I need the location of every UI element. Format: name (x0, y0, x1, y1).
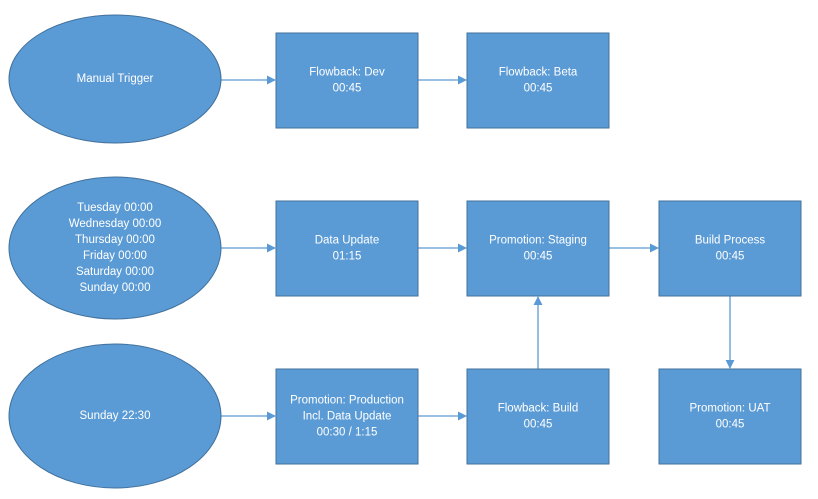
node-label-line: 00:45 (524, 251, 553, 263)
rect-shape (658, 368, 802, 465)
node-label-line: Promotion: UAT (690, 403, 771, 415)
node-manual-trigger: Manual Trigger (8, 14, 222, 144)
node-label-line: Thursday 00:00 (75, 234, 155, 246)
rect-shape (275, 200, 419, 297)
rect-shape (658, 200, 802, 297)
node-label-line: Promotion: Production (290, 395, 404, 407)
rect-shape (466, 200, 610, 297)
ellipse-shape (8, 343, 222, 489)
node-label-line: Friday 00:00 (83, 250, 147, 262)
node-build-process: Build Process 00:45 (658, 200, 802, 297)
connectors (221, 75, 735, 421)
node-promotion-staging: Promotion: Staging 00:45 (466, 200, 610, 297)
node-label-line: Flowback: Build (498, 403, 579, 415)
node-flowback-beta: Flowback: Beta 00:45 (466, 32, 610, 129)
node-label-line: Data Update (315, 235, 380, 247)
node-label-line: 00:45 (524, 83, 553, 95)
ellipse-shape (8, 176, 222, 320)
node-label-line: 00:45 (524, 419, 553, 431)
rect-shape (466, 32, 610, 129)
rect-shape (275, 32, 419, 129)
node-label-line: Flowback: Beta (499, 67, 578, 79)
node-label-line: Flowback: Dev (309, 67, 385, 79)
node-label-line: 00:45 (333, 83, 362, 95)
node-label-line: Tuesday 00:00 (77, 202, 153, 214)
node-label-line: 00:30 / 1:15 (317, 427, 378, 439)
node-label-line: Wednesday 00:00 (69, 218, 162, 230)
node-label-line: Promotion: Staging (489, 235, 587, 247)
node-label-line: Incl. Data Update (303, 411, 392, 423)
node-label-line: Manual Trigger (77, 73, 154, 85)
node-label-line: Sunday 00:00 (80, 282, 151, 294)
node-label-line: 01:15 (333, 251, 362, 263)
ellipse-shape (8, 14, 222, 144)
node-data-update: Data Update 01:15 (275, 200, 419, 297)
rect-shape (466, 368, 610, 465)
node-flowback-dev: Flowback: Dev 00:45 (275, 32, 419, 129)
node-schedule-sunday: Sunday 22:30 (8, 343, 222, 489)
node-label-line: Sunday 22:30 (80, 410, 151, 422)
node-promotion-uat: Promotion: UAT 00:45 (658, 368, 802, 465)
node-flowback-build: Flowback: Build 00:45 (466, 368, 610, 465)
node-label-line: Saturday 00:00 (76, 266, 154, 278)
rect-shape (275, 368, 419, 465)
node-label-line: Build Process (695, 235, 766, 247)
node-label-line: 00:45 (716, 419, 745, 431)
node-label-line: 00:45 (716, 251, 745, 263)
